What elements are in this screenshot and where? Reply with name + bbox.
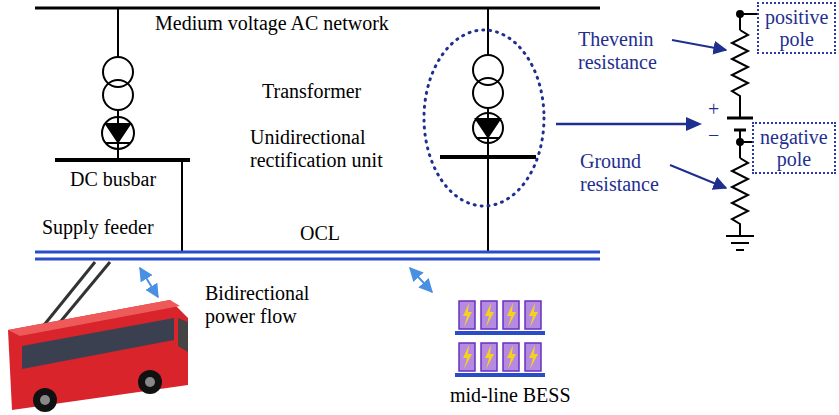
right-substation (476, 119, 500, 137)
feeder-label: Supply feeder (42, 216, 154, 239)
component-label: Unidirectional rectification unit (250, 126, 422, 172)
left-substation (117, 8, 119, 57)
left-substation (55, 158, 190, 162)
battery-storage (455, 373, 545, 377)
polarity-sign: − (708, 124, 719, 147)
storage-label: mid-line BESS (450, 384, 571, 407)
equivalent-circuit (731, 242, 749, 244)
battery-storage (503, 301, 519, 329)
flow-label: Bidirectional power flow (205, 282, 335, 328)
trolleybus (22, 318, 174, 369)
battery-storage (459, 343, 475, 371)
equivalent-circuit (727, 117, 753, 120)
trolleybus (178, 318, 188, 352)
component-label: Transformer (262, 80, 361, 103)
left-substation (55, 8, 190, 252)
left-substation (102, 117, 134, 149)
pole-label: negative pole (760, 126, 828, 170)
ac-network-bus (35, 8, 600, 9)
dotted-ellipse (424, 30, 544, 206)
left-substation (103, 80, 133, 110)
equivalent-circuit (726, 235, 754, 237)
battery-storage (503, 343, 519, 371)
right-substation (440, 8, 536, 252)
pointer-arrows (672, 40, 726, 50)
battery-storage (481, 343, 497, 371)
polarity-sign: + (708, 98, 719, 121)
pole-label: positive pole (765, 6, 828, 50)
ac-network-bus (35, 7, 600, 10)
battery-storage (459, 301, 475, 329)
right-substation (476, 137, 500, 139)
battery-storage (481, 301, 497, 329)
pointer-arrows (670, 40, 726, 188)
left-substation (181, 160, 183, 252)
pole-box: negative pole (752, 122, 836, 174)
line-label: OCL (300, 222, 340, 245)
equivalent-arrow (556, 123, 688, 126)
left-substation (103, 57, 133, 87)
power-flow-arrow (140, 268, 158, 297)
equivalent-circuit (740, 141, 752, 143)
equivalent-circuit (740, 13, 757, 15)
right-substation (473, 55, 503, 85)
equivalent-arrow (686, 117, 702, 131)
network-label: Medium voltage AC network (155, 12, 389, 35)
resistance-label: Ground resistance (580, 150, 672, 196)
battery-storage (455, 331, 545, 335)
right-substation (473, 113, 503, 143)
pointer-arrows (670, 165, 726, 188)
equivalent-circuit (732, 158, 748, 236)
equivalent-circuit (736, 249, 744, 251)
trolleybus (40, 395, 50, 405)
right-substation (473, 78, 503, 108)
power-flow-arrow (410, 268, 432, 292)
dotted-ellipse (424, 30, 544, 206)
trolleybus (138, 370, 162, 394)
equivalent-circuit (732, 30, 748, 118)
battery-storage (525, 343, 541, 371)
trolleybus (145, 377, 155, 387)
trolleybus (8, 262, 188, 412)
overhead-contact-line (35, 258, 600, 261)
left-substation (106, 124, 130, 142)
battery-storage (455, 301, 545, 377)
pole-box: positive pole (757, 2, 836, 54)
overhead-contact-line (35, 252, 600, 259)
trolleybus (33, 388, 57, 412)
equivalent-arrow (556, 117, 702, 131)
resistance-label: Thevenin resistance (578, 28, 670, 74)
battery-storage (525, 301, 541, 329)
left-substation (106, 142, 130, 144)
busbar-label: DC busbar (70, 168, 156, 191)
overhead-contact-line (35, 251, 600, 254)
equivalent-circuit (739, 14, 741, 30)
